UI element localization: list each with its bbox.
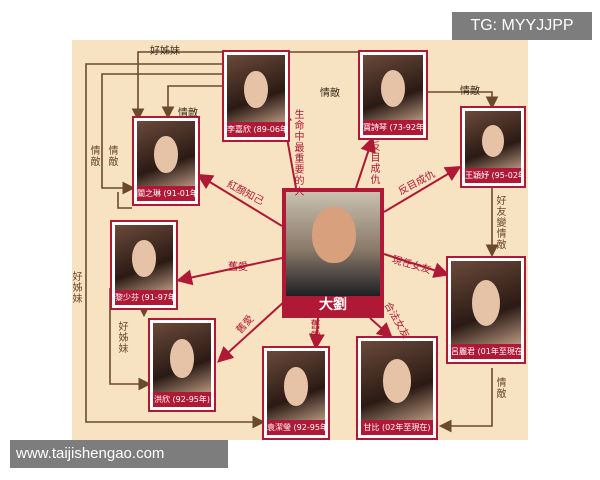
edge-rival-guan: 情敵 xyxy=(178,108,198,119)
edge-rival-left1: 情敵 xyxy=(90,146,101,168)
relation-li-shaofen: 舊愛 xyxy=(228,262,248,273)
person-card-lv-liyun: 呂麗君 (01年至現在) xyxy=(446,256,526,364)
relation-yuan: 舊愛 xyxy=(310,320,321,342)
person-card-wang-yingyu: 王穎妤 (95-02年) xyxy=(460,106,526,188)
person-card-hong-xin: 洪欣 (92-95年) xyxy=(148,318,216,412)
person-card-li-jiaxin: 李嘉欣 (89-06年) xyxy=(222,50,290,142)
relation-wang-shi: 反目成仇 xyxy=(370,142,381,186)
person-card-guan-zhilin: 關之琳 (91-01年) xyxy=(132,116,200,206)
edge-good-sisters-mid: 好姊妹 xyxy=(118,322,129,355)
watermark-tg: TG: MYYJJPP xyxy=(452,12,592,40)
edge-rival-left2: 情敵 xyxy=(108,146,119,168)
relation-life-love: 生命中最重要的人 xyxy=(294,110,305,198)
person-card-wang-shi: 寶詩琴 (73-92年) xyxy=(358,50,428,140)
edge-good-sisters-left: 好姊妹 xyxy=(72,272,83,305)
watermark-site: www.taijishengao.com xyxy=(10,440,228,468)
person-card-yuan-jieying: 袁潔瑩 (92-95年) xyxy=(262,346,330,440)
edge-rival-lv-gan: 情敵 xyxy=(496,378,507,400)
center-person-card: 大劉 xyxy=(282,188,384,318)
edge-good-sisters-top: 好姊妹 xyxy=(150,46,180,57)
person-card-li-shaofen: 黎少芬 (91-97年) xyxy=(110,220,178,310)
center-name: 大劉 xyxy=(319,297,347,313)
edge-rival-li-wang: 情敵 xyxy=(320,88,340,99)
edge-rival-wang-ying: 情敵 xyxy=(460,86,480,97)
person-card-gan-bi: 甘比 (02年至現在) xyxy=(356,336,438,440)
edge-friend-rival: 好友變情敵 xyxy=(496,196,507,251)
